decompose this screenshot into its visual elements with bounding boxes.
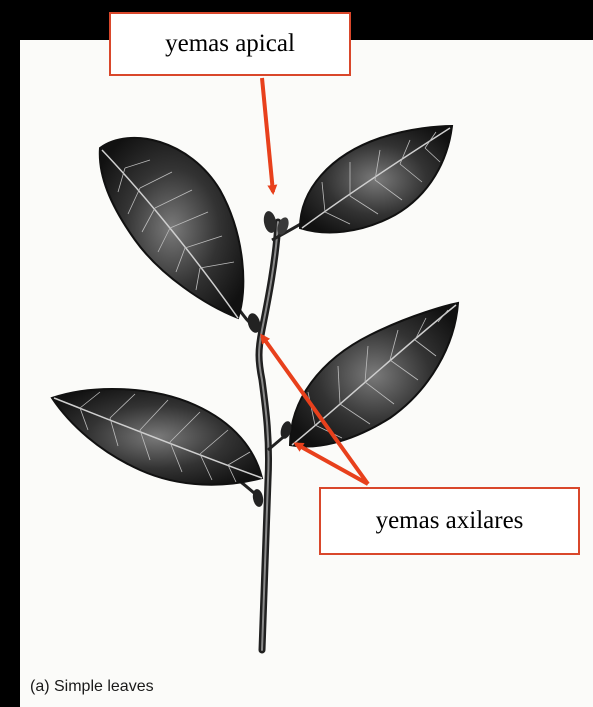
leaf-upper-right	[300, 126, 452, 232]
leaf-lower-left	[52, 389, 262, 485]
leaf-middle-right	[290, 303, 458, 447]
label-axillary-buds: yemas axilares	[319, 487, 580, 555]
stem	[259, 222, 278, 650]
label-apical-bud: yemas apical	[109, 12, 351, 76]
leaf-upper-left	[100, 138, 244, 318]
figure-caption: (a) Simple leaves	[30, 678, 154, 696]
